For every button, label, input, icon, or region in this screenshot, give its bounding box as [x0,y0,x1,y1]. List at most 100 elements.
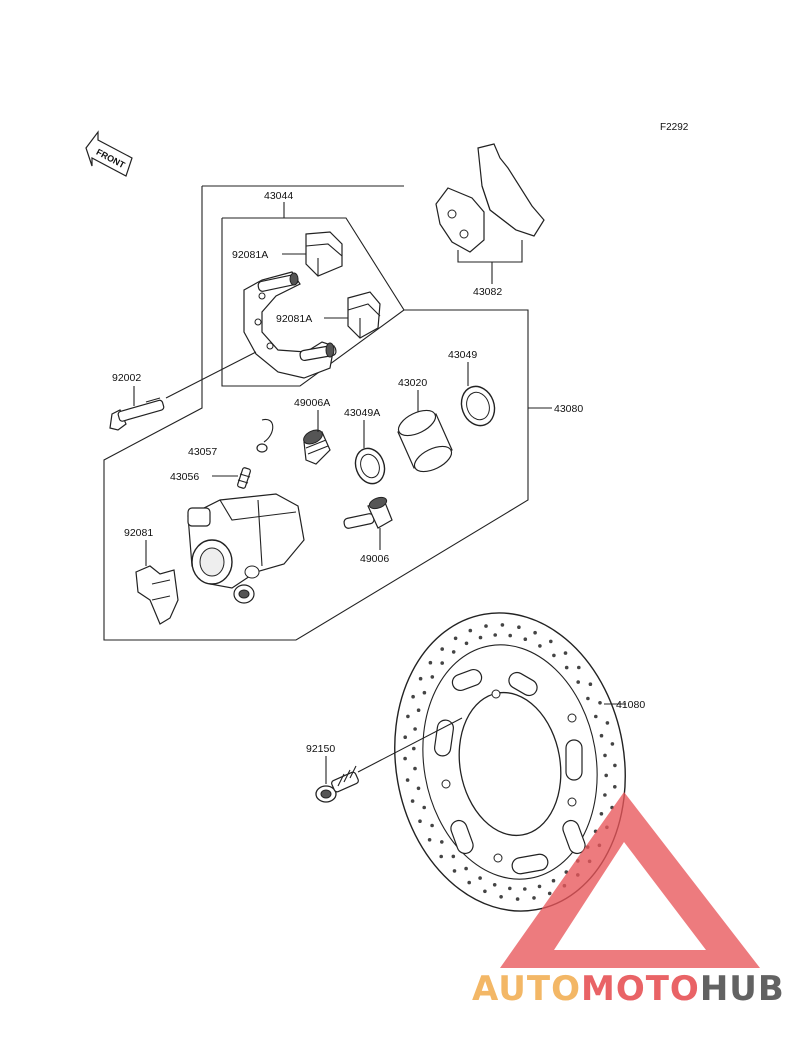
slide-pin-49006 [343,496,393,529]
watermark-auto: AUTO [472,969,581,1009]
disc-drill-hole [412,746,416,751]
disc-drill-hole [406,714,410,719]
disc-drill-hole [594,714,598,719]
disc-drill-hole [405,778,410,782]
disc-drill-hole [613,763,617,768]
label-92081A-bottom: 92081A [276,313,312,325]
front-arrow-icon: FRONT [85,130,133,177]
watermark-logo: AUTOMOTOHUB [472,792,785,1009]
disc-drill-hole [468,628,473,633]
piston-43020 [397,409,453,473]
figure-ref: F2292 [660,122,689,133]
watermark-text: AUTOMOTOHUB [472,969,785,1009]
disc-drill-hole [428,660,433,665]
disc-drill-hole [492,883,497,887]
label-92081A-top: 92081A [232,249,268,261]
disc-drill-hole [576,680,580,684]
disc-drill-hole [551,878,556,883]
disc-drill-hole [552,653,556,658]
disc-drill-hole [440,647,445,651]
disc-drill-hole [537,884,542,889]
disc-drill-hole [464,866,468,871]
disc-drill-hole [610,742,615,746]
disc-drill-hole [533,630,537,635]
disc-drill-hole [403,756,407,761]
watermark-triangle-icon [500,792,760,968]
disc-drill-hole [598,701,602,705]
disc-drill-hole [508,886,512,891]
disc-drill-hole [517,625,521,629]
disc-drill-hole [413,766,417,771]
disc-drill-hole [515,897,520,901]
disc-drill-hole [422,805,427,810]
label-43049: 43049 [448,349,477,361]
disc-drill-hole [422,690,427,695]
label-49006: 49006 [360,553,389,565]
disc-drill-hole [440,661,445,665]
disc-drill-hole [523,887,527,891]
disc-drill-hole [484,624,488,628]
disc-drill-hole [613,785,617,789]
label-41080: 41080 [616,699,645,711]
pad-spring-92081 [135,565,179,625]
disc-bolt-92150 [315,765,359,803]
watermark-moto: MOTO [581,969,700,1009]
disc-drill-hole [413,727,417,731]
disc-drill-hole [532,896,536,900]
brake-disc-41080 [394,612,626,912]
disc-drill-hole [478,635,483,640]
disc-drill-hole [605,721,610,725]
seal-43049A [354,447,386,485]
label-43044: 43044 [264,190,293,202]
disc-drill-hole [499,895,503,899]
seal-43049 [460,385,496,427]
watermark-hub: HUB [700,969,785,1009]
label-43020: 43020 [398,377,427,389]
disc-drill-hole [547,891,552,896]
disc-drill-hole [563,651,568,655]
label-43057: 43057 [188,446,217,458]
disc-drill-hole [451,650,456,654]
disc-drill-hole [440,840,444,844]
disc-drill-hole [411,694,415,699]
disc-drill-hole [588,682,593,686]
label-92081: 92081 [124,527,153,539]
disc-drill-hole [416,708,421,712]
disc-drill-hole [418,819,422,823]
label-92150: 92150 [306,743,335,755]
disc-drill-hole [604,773,608,778]
disc-drill-hole [430,823,434,828]
disc-drill-hole [451,854,456,859]
disc-drill-hole [603,753,607,758]
label-92002: 92002 [112,372,141,384]
disc-drill-hole [410,799,415,803]
disc-drill-hole [464,641,469,646]
disc-drill-hole [416,786,421,791]
disc-drill-hole [418,676,423,681]
disc-drill-hole [427,838,432,842]
disc-drill-hole [430,675,435,679]
disc-drill-hole [403,735,408,739]
bracket-outline-43044 [221,217,405,387]
bleeder-cap-43057 [256,418,274,453]
bolt-92002 [109,397,165,431]
assembly-outline-43080 [103,185,529,641]
disc-drill-hole [478,876,482,880]
disc-drill-hole [549,639,553,644]
boot-49006A [303,429,331,465]
pad-spring-clip-bottom [347,291,381,339]
disc-drill-hole [586,696,590,701]
disc-drill-hole [500,623,505,627]
label-49006A: 49006A [294,397,330,409]
disc-drill-hole [508,633,512,638]
disc-drill-hole [523,637,528,641]
label-43082: 43082 [473,286,502,298]
disc-drill-hole [599,812,604,816]
disc-drill-hole [577,665,581,670]
disc-drill-hole [603,793,607,797]
brake-pads [435,143,545,253]
caliper-bracket [243,271,337,379]
disc-drill-hole [493,633,498,637]
disc-drill-hole [564,665,569,670]
